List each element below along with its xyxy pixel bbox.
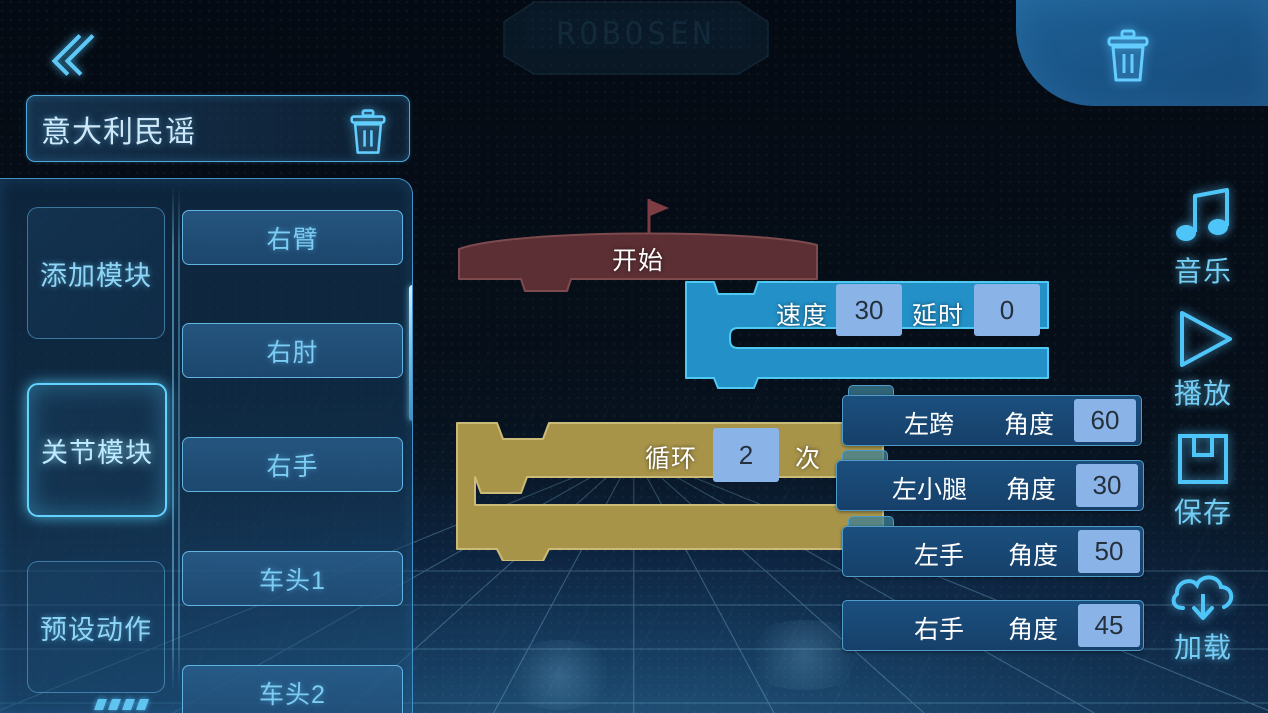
cloud-download-icon (1167, 566, 1239, 624)
joint-label: 车头1 (259, 566, 326, 595)
play-button[interactable]: 播放 (1144, 308, 1262, 420)
tool-label: 加载 (1173, 632, 1232, 663)
joint-label: 车头2 (259, 680, 326, 709)
joint-block-left-hip[interactable]: 左跨 角度 60 (842, 385, 1142, 446)
loop-suffix-label: 次 (795, 445, 822, 473)
angle-label: 角度 (1008, 616, 1059, 644)
angle-value[interactable]: 60 (1074, 399, 1136, 442)
panel-divider-2 (178, 187, 180, 690)
tool-label: 保存 (1173, 497, 1232, 528)
start-block-label-wrap: 开始 (455, 241, 821, 277)
loop-count-value[interactable]: 2 (713, 428, 779, 482)
joint-block-name: 左手 (914, 542, 965, 570)
action-name-value[interactable]: 意大利民谣 (41, 115, 196, 149)
scrollbar-thumb[interactable] (409, 285, 412, 421)
joint-block-name: 左小腿 (892, 476, 968, 504)
category-label: 关节模块 (41, 437, 153, 468)
category-column: 添加模块 关节模块 预设动作 (27, 207, 167, 713)
joint-block-name: 左跨 (904, 411, 955, 439)
trash-icon (1102, 28, 1154, 84)
joint-block-name: 右手 (914, 616, 965, 644)
angle-value[interactable]: 30 (1076, 464, 1138, 507)
angle-value[interactable]: 45 (1078, 604, 1140, 647)
joint-block-left-calf[interactable]: 左小腿 角度 30 (836, 450, 1144, 511)
tool-label: 音乐 (1173, 256, 1232, 287)
angle-label: 角度 (1004, 411, 1055, 439)
speed-value[interactable]: 30 (836, 284, 902, 336)
speed-label: 速度 (776, 302, 829, 330)
joint-label: 右手 (266, 452, 319, 481)
start-block-label: 开始 (611, 247, 664, 275)
back-button[interactable] (42, 26, 108, 84)
panel-bottom-decoration (92, 696, 186, 712)
music-button[interactable]: 音乐 (1144, 186, 1262, 298)
delay-value[interactable]: 0 (974, 284, 1040, 336)
speed-delay-block[interactable]: 速度 30 延时 0 (684, 274, 1050, 390)
angle-label: 角度 (1008, 542, 1059, 570)
list-item[interactable]: 车头1 (182, 551, 403, 606)
music-note-icon (1171, 186, 1235, 248)
delay-label: 延时 (912, 302, 965, 330)
joint-block-right-hand[interactable]: 右手 角度 45 (842, 600, 1144, 651)
save-button[interactable]: 保存 (1144, 431, 1262, 543)
tool-label: 播放 (1173, 378, 1232, 409)
list-item[interactable]: 车头2 (182, 665, 403, 713)
module-panel: 添加模块 关节模块 预设动作 右臂 右肘 右手 车头1 车头2 (0, 178, 413, 713)
angle-value[interactable]: 50 (1078, 530, 1140, 573)
delete-all-panel[interactable] (1016, 0, 1268, 106)
joint-list[interactable]: 右臂 右肘 右手 车头1 车头2 (182, 185, 412, 713)
panel-divider (172, 187, 174, 690)
list-item[interactable]: 右肘 (182, 323, 403, 378)
joint-block-left-hand[interactable]: 左手 角度 50 (842, 516, 1144, 577)
category-label: 预设动作 (40, 614, 152, 645)
loop-prefix-label: 循环 (645, 445, 698, 473)
joint-list-scrollbar[interactable] (408, 285, 412, 515)
right-toolbar: 音乐 播放 保存 (1144, 176, 1268, 713)
sidebar-item-preset-action[interactable]: 预设动作 (27, 561, 165, 693)
category-label: 添加模块 (40, 260, 152, 291)
start-block[interactable]: 开始 (455, 199, 821, 293)
list-item[interactable]: 右臂 (182, 210, 403, 265)
clear-name-trash-icon[interactable] (345, 108, 391, 156)
block-workspace[interactable]: 开始 速度 30 延时 0 循环 2 次 左跨 角度 (412, 166, 1144, 713)
joint-label: 右臂 (266, 225, 319, 254)
scrollbar-grip-dots (411, 290, 412, 305)
sidebar-item-add-module[interactable]: 添加模块 (27, 207, 165, 339)
save-floppy-icon (1173, 431, 1233, 489)
angle-label: 角度 (1006, 476, 1057, 504)
play-icon (1170, 308, 1236, 370)
loop-block[interactable]: 循环 2 次 (455, 415, 885, 561)
joint-label: 右肘 (266, 338, 319, 367)
action-name-field[interactable]: 意大利民谣 (26, 95, 410, 162)
load-button[interactable]: 加载 (1144, 566, 1262, 678)
sidebar-item-joint-module[interactable]: 关节模块 (27, 383, 167, 517)
list-item[interactable]: 右手 (182, 437, 403, 492)
